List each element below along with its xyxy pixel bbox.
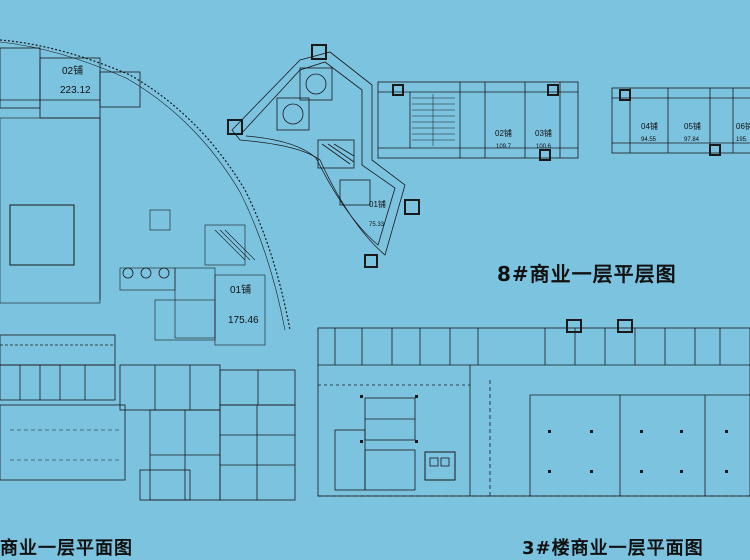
building3-floor-plan — [317, 319, 750, 497]
left-floor-plan — [0, 39, 296, 501]
unit-area-02: 223.12 — [60, 85, 91, 96]
b8-unit-02-name: 02铺 — [495, 128, 512, 138]
b8-unit-05-name: 05铺 — [684, 121, 701, 131]
b8-unit-05-area: 97.84 — [684, 137, 700, 143]
unit-label-02: 02铺 — [62, 64, 83, 77]
building8-floor-plan — [227, 44, 750, 268]
building3-plan-title: 3#楼商业一层平面图 — [522, 538, 704, 559]
b8-unit-06-name: 06铺 — [736, 121, 750, 131]
unit-area-01: 175.46 — [228, 315, 259, 326]
building8-plan-title: 8#商业一层平层图 — [497, 262, 677, 286]
b8-unit-03-name: 03铺 — [535, 128, 552, 138]
left-plan-title: 商业一层平面图 — [0, 538, 133, 559]
b8-unit-04-area: 94.55 — [641, 137, 657, 143]
b8-unit-01-name: 01铺 — [369, 199, 386, 209]
building8-unit-labels: 01铺 75.33 02铺 109.7 03铺 100.6 04铺 94.55 … — [369, 121, 750, 228]
unit-label-01: 01铺 — [230, 283, 251, 296]
b8-unit-04-name: 04铺 — [641, 121, 658, 131]
b8-unit-02-area: 109.7 — [496, 144, 512, 150]
left-plan-labels: 02铺 223.12 01铺 175.46 — [60, 64, 259, 326]
b8-unit-01-area: 75.33 — [369, 222, 385, 228]
b8-unit-06-area: 195. — [736, 137, 748, 143]
b8-unit-03-area: 100.6 — [536, 144, 552, 150]
